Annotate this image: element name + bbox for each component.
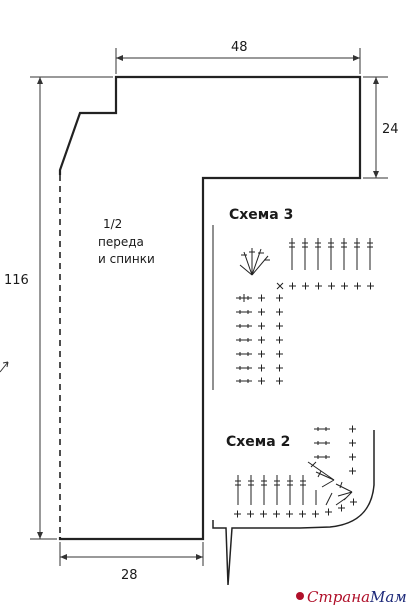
dimension-top-label: 48 xyxy=(231,40,248,55)
dimension-bottom xyxy=(59,542,204,566)
dimension-right xyxy=(363,76,388,179)
dimension-top xyxy=(115,48,361,74)
scheme2-top-rows xyxy=(314,425,356,475)
scheme3-left-column xyxy=(236,294,283,385)
piece-label-line3: и спинки xyxy=(98,252,155,266)
watermark-text-part1: Страна xyxy=(307,588,370,606)
dimension-bottom-label: 28 xyxy=(121,568,138,583)
scheme2-edge xyxy=(212,430,375,586)
scheme3-title: Схема 3 xyxy=(229,207,293,223)
watermark-logo: Страна Мам xyxy=(296,588,407,606)
piece-label-line1: 1/2 xyxy=(103,217,122,231)
scheme3-corner-fan xyxy=(239,248,270,276)
scheme2-fan xyxy=(307,461,353,501)
edge-arrow-icon xyxy=(0,361,9,373)
dimension-right-label: 24 xyxy=(382,122,399,137)
scheme2-plus-row xyxy=(234,498,357,518)
watermark-text-part2: Мам xyxy=(369,588,407,606)
dimension-left-label: 116 xyxy=(4,273,29,288)
scheme2-title: Схема 2 xyxy=(226,434,290,450)
watermark-icon xyxy=(296,592,304,600)
piece-label-line2: переда xyxy=(98,235,144,249)
dimension-left-gap xyxy=(4,268,32,288)
scheme2-stitch-chart xyxy=(234,425,357,518)
garment-outline xyxy=(58,75,362,541)
scheme3-second-row xyxy=(291,258,371,270)
dimension-left xyxy=(30,76,113,540)
scheme2-left-columns xyxy=(235,475,347,506)
scheme3-plus-row xyxy=(276,282,374,290)
scheme3-stitch-chart xyxy=(236,238,374,385)
